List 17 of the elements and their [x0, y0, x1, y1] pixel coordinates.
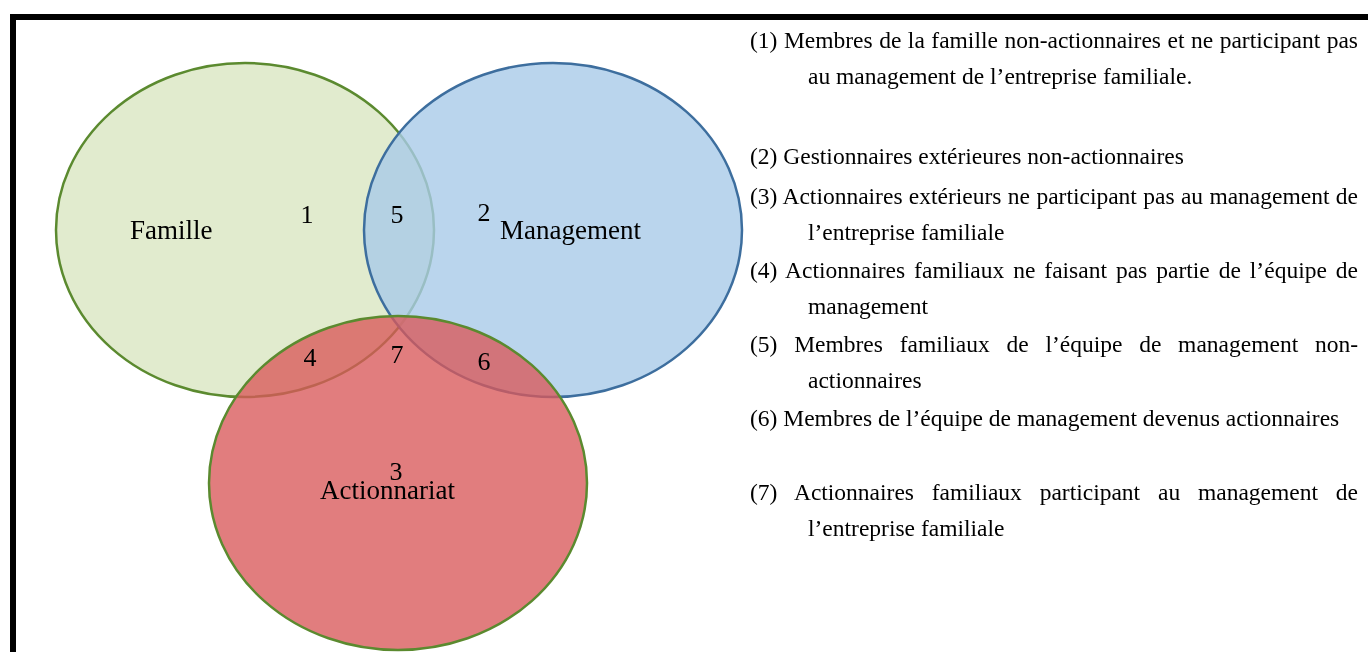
set-label: Management [500, 214, 641, 246]
region-number: 1 [300, 200, 314, 230]
region-number: 5 [390, 200, 404, 230]
venn-circle [208, 315, 588, 651]
region-number: 2 [477, 198, 491, 228]
legend-item: (4) Actionnaires familiaux ne faisant pas partie de l’équipe de management [750, 256, 1358, 321]
region-number: 4 [303, 343, 317, 373]
legend-item: (6) Membres de l’équipe de management devenus actionnaires [750, 404, 1341, 433]
set-label: Famille [130, 214, 213, 246]
legend-item: (7) Actionnaires familiaux participant au management de l’entreprise familiale [750, 478, 1358, 543]
legend-item: (1) Membres de la famille non-actionnaires et ne participant pas au management de l’entreprise familiale. [750, 26, 1358, 91]
venn-circle [363, 62, 743, 398]
region-number: 6 [477, 347, 491, 377]
legend-item: (2) Gestionnaires extérieures non-actionnaires [750, 142, 1185, 171]
legend-item: (3) Actionnaires extérieurs ne participant pas au management de l’entreprise familiale [750, 182, 1358, 247]
legend-item: (5) Membres familiaux de l’équipe de management non-actionnaires [750, 330, 1358, 395]
region-number: 7 [390, 340, 404, 370]
